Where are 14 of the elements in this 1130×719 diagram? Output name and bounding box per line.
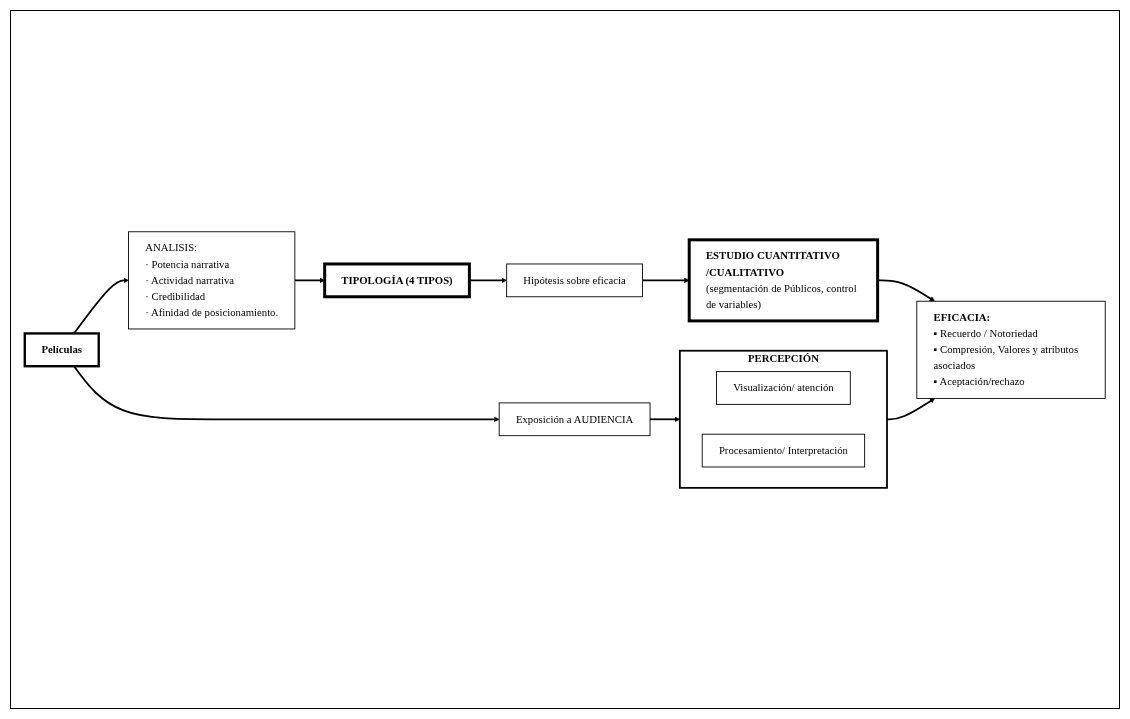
arrow [73,277,129,334]
node-box: TIPOLOGÍA (4 TIPOS) [323,262,471,298]
arrow [73,365,500,422]
node-box: Películas [23,331,100,368]
arrow [641,277,690,283]
arrow [293,277,325,283]
node-box: Hipótesis sobre eficacia [506,263,643,297]
node-box: Procesamiento/ Interpretación [701,433,866,468]
node-box: ESTUDIO CUANTITATIVO /CUALITATIVO (segmentación de Públicos, control de variables) [687,238,880,323]
node-box: Visualización/ atención [716,370,851,405]
node-box: Exposición a AUDIENCIA [498,402,651,436]
node-box: EFICACIA: ▪ Recuerdo / Notoriedad ▪ Compresión, Valores y atributos asociados ▪ Aceptación/rechazo [916,300,1106,399]
arrow [886,397,935,420]
node-box: ANALISIS: · Potencia narrativa · Actividad narrativa · Credibilidad · Afinidad de posicionamiento. [128,231,296,330]
